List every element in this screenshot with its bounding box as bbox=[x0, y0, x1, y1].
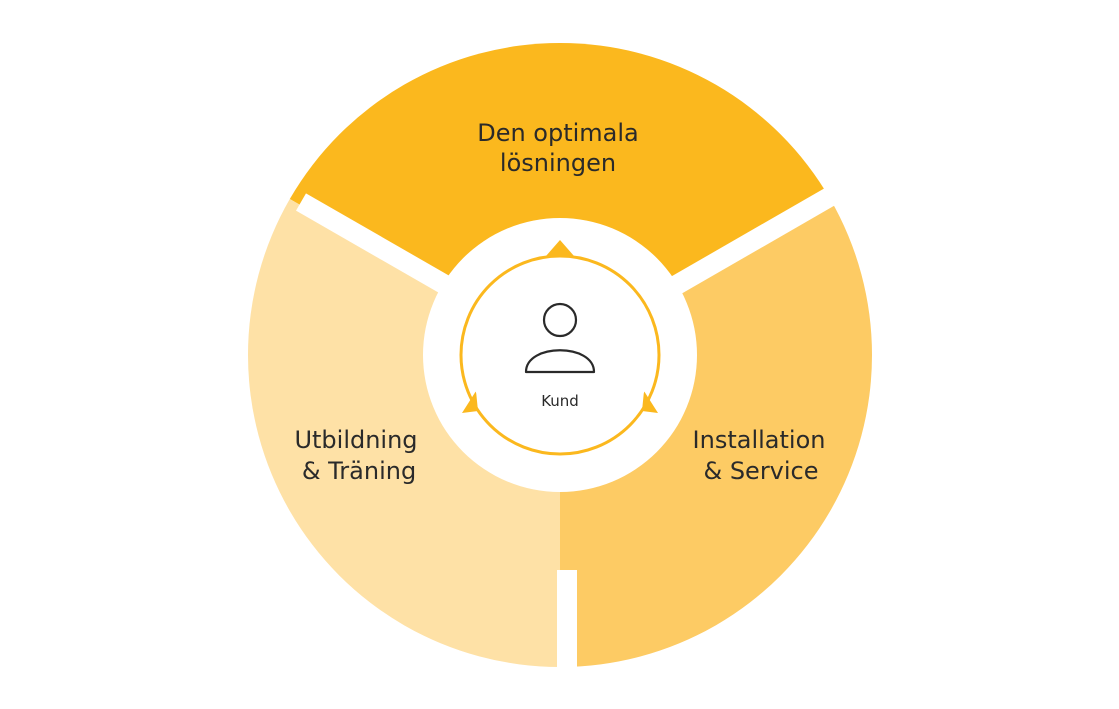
label-top-line2: lösningen bbox=[500, 149, 616, 177]
arrow-head-top bbox=[546, 240, 574, 256]
label-right-line1: Installation bbox=[693, 426, 826, 454]
arrow-head-left bbox=[462, 391, 478, 413]
person-icon bbox=[524, 302, 596, 374]
label-top-line1: Den optimala bbox=[477, 119, 639, 147]
center-label: Kund bbox=[541, 392, 579, 410]
center-circle bbox=[468, 263, 652, 447]
label-left-line1: Utbildning bbox=[294, 426, 417, 454]
arrow-head-right bbox=[642, 391, 658, 413]
label-right-line2: & Service bbox=[703, 457, 818, 485]
label-left-line2: & Träning bbox=[302, 457, 416, 485]
cycle-ring bbox=[459, 240, 661, 456]
